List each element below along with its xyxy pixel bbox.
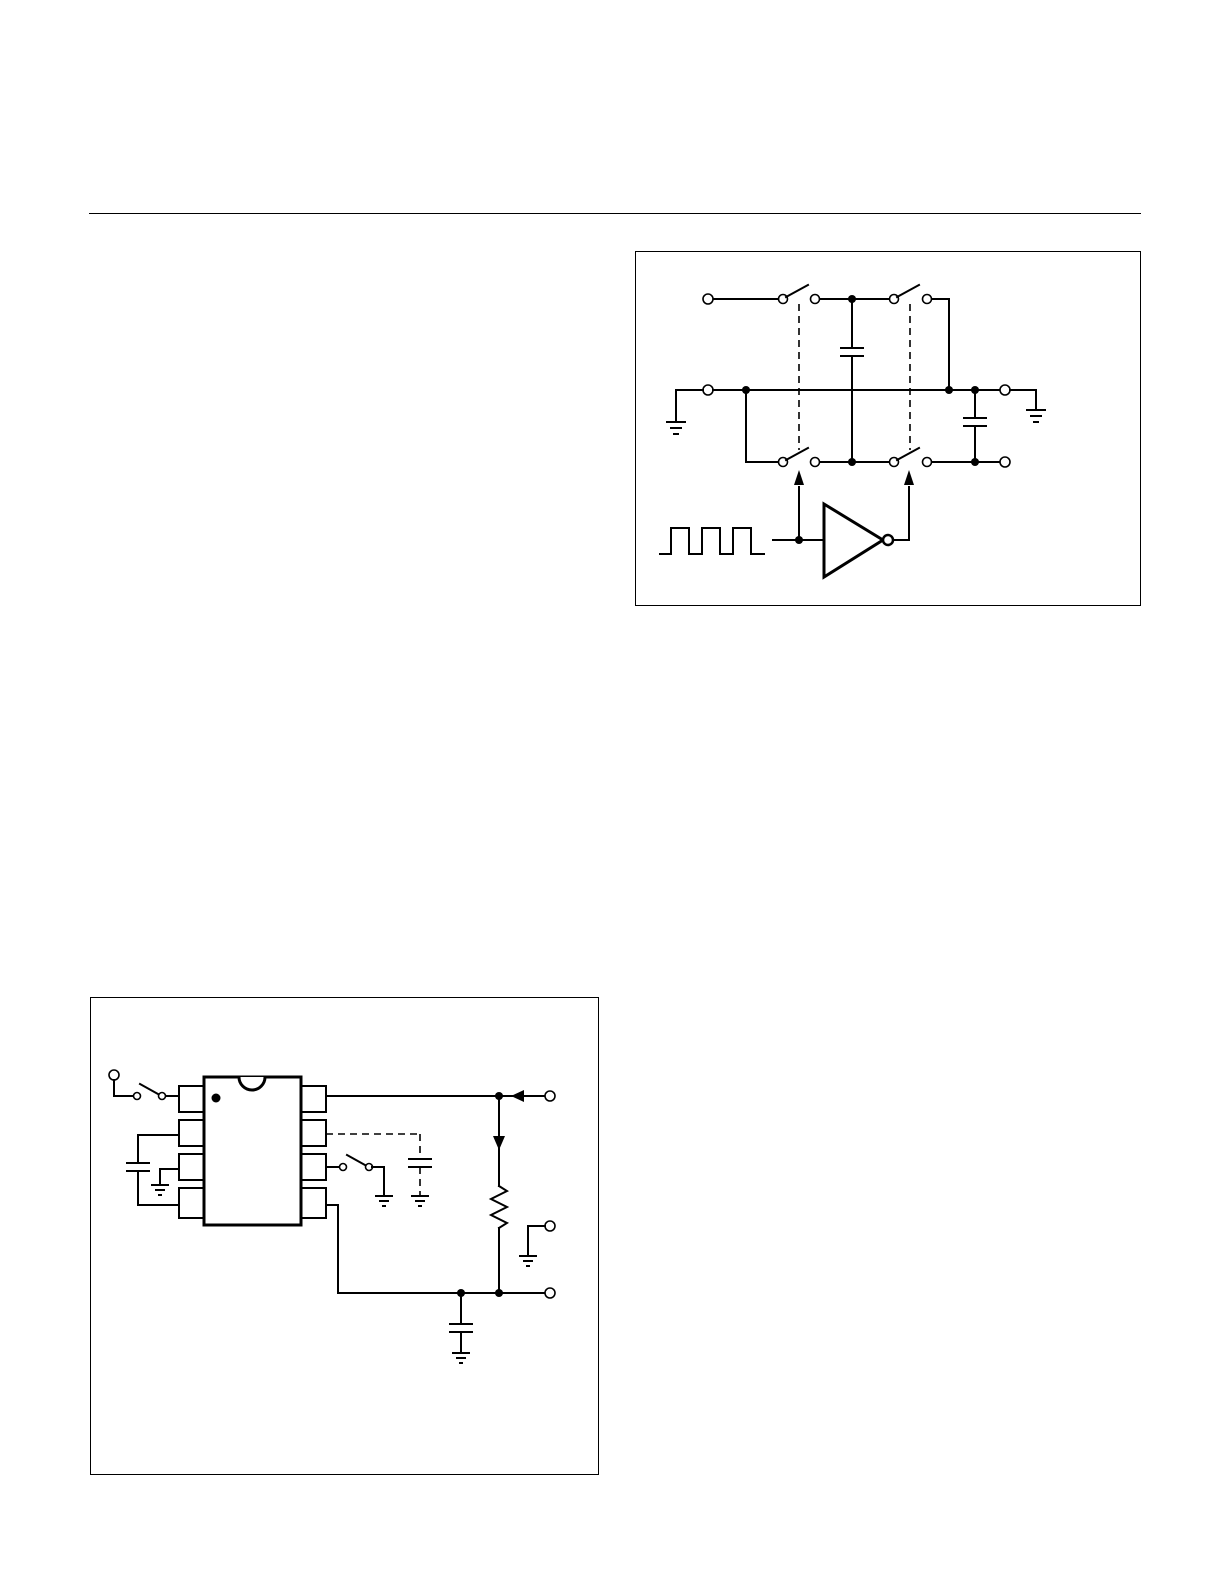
pin-7	[300, 1119, 327, 1147]
header-rule	[89, 213, 1141, 214]
pin-5	[300, 1187, 327, 1219]
pin-1	[178, 1085, 205, 1113]
ic-circuit-schematic	[108, 1069, 556, 1364]
switched-capacitor-schematic	[659, 283, 1046, 580]
pin-2	[178, 1119, 205, 1147]
input-terminal-top	[702, 293, 714, 305]
input-terminal	[544, 1090, 556, 1102]
input-terminal-middle	[702, 384, 714, 396]
clock-arrow-2	[904, 470, 914, 485]
output-terminal	[544, 1287, 556, 1299]
load-resistor	[488, 1184, 510, 1230]
pin6-switch	[345, 1153, 367, 1167]
pin-8	[300, 1085, 327, 1113]
switch-s2-top	[895, 283, 921, 299]
pin-3	[178, 1153, 205, 1181]
switch-s2-bottom	[895, 446, 921, 462]
pin1-marker	[211, 1093, 221, 1103]
inverter	[822, 501, 886, 580]
pin-6	[300, 1153, 327, 1181]
ic-circuit-figure	[90, 997, 599, 1475]
switch-s1-top	[784, 283, 810, 299]
output-terminal-middle	[999, 384, 1011, 396]
switch-s1-bottom	[784, 446, 810, 462]
clock-arrow-1	[794, 470, 804, 485]
switched-capacitor-figure	[635, 251, 1141, 606]
ground-terminal	[544, 1220, 556, 1232]
input-current-arrow	[511, 1090, 524, 1102]
output-terminal-bottom	[999, 456, 1011, 468]
clock-waveform	[659, 527, 765, 555]
pin-4	[178, 1187, 205, 1219]
load-current-arrow	[493, 1136, 505, 1150]
shutdown-terminal	[108, 1069, 120, 1081]
pin1-switch	[138, 1082, 160, 1096]
